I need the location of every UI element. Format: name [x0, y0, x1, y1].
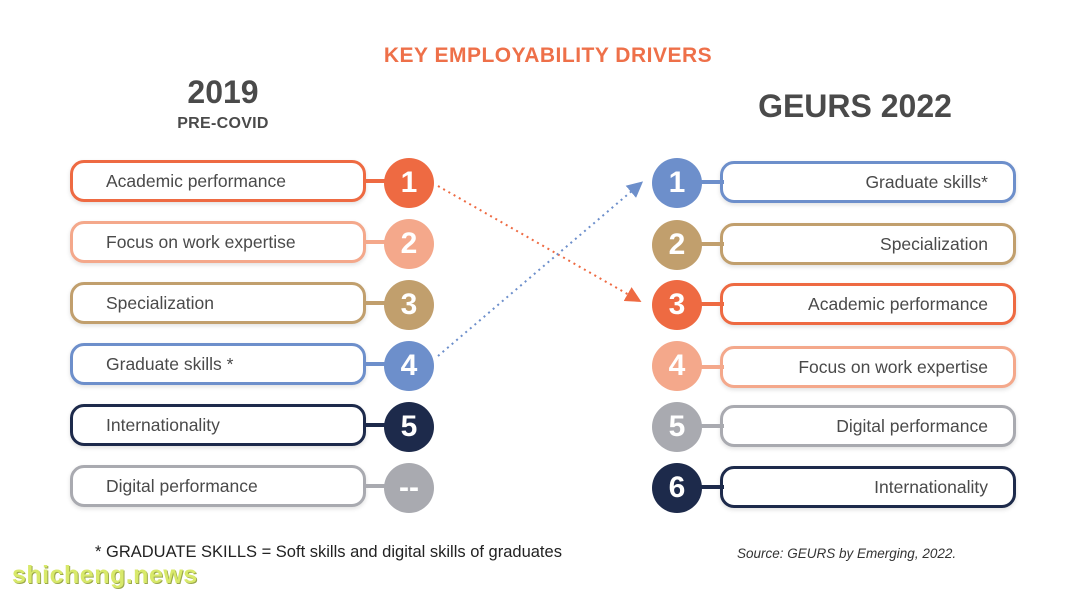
rank-badge: 4 — [652, 341, 702, 391]
graduate-skills-change-arrow — [437, 181, 644, 357]
left-driver-pill: Digital performance — [70, 465, 366, 507]
right-driver-pill: Graduate skills* — [720, 161, 1016, 203]
rank-badge: 1 — [652, 158, 702, 208]
left-driver-pill: Focus on work expertise — [70, 221, 366, 263]
rank-badge: 6 — [652, 463, 702, 513]
driver-label: Internationality — [874, 476, 988, 497]
driver-label: Focus on work expertise — [798, 356, 988, 377]
rank-badge: 2 — [652, 220, 702, 270]
diagram-title: KEY EMPLOYABILITY DRIVERS — [383, 44, 713, 67]
driver-label: Digital performance — [106, 475, 258, 496]
connector — [700, 302, 724, 306]
connector — [364, 240, 388, 244]
driver-label: Academic performance — [808, 293, 988, 314]
rank-badge: 1 — [384, 158, 434, 208]
right-year-heading: GEURS 2022 — [758, 88, 952, 124]
right-driver-pill: Internationality — [720, 466, 1016, 508]
connector — [364, 484, 388, 488]
left-driver-pill: Specialization — [70, 282, 366, 324]
rank-badge: 3 — [384, 280, 434, 330]
rank-badge: 5 — [384, 402, 434, 452]
rank-badge: -- — [384, 463, 434, 513]
connector — [364, 362, 388, 366]
connector — [364, 179, 388, 183]
right-driver-pill: Focus on work expertise — [720, 346, 1016, 388]
connector — [700, 242, 724, 246]
left-driver-pill: Graduate skills * — [70, 343, 366, 385]
connector — [364, 301, 388, 305]
connector — [700, 365, 724, 369]
academic-performance-change-arrow — [437, 185, 642, 302]
rank-badge: 3 — [652, 280, 702, 330]
left-year-heading: 2019 — [187, 74, 259, 110]
rank-badge: 2 — [384, 219, 434, 269]
driver-label: Specialization — [106, 292, 214, 313]
driver-label: Digital performance — [836, 415, 988, 436]
connector — [700, 180, 724, 184]
right-driver-pill: Specialization — [720, 223, 1016, 265]
connector — [700, 485, 724, 489]
driver-label: Graduate skills * — [106, 353, 234, 374]
right-driver-pill: Digital performance — [720, 405, 1016, 447]
driver-label: Specialization — [880, 233, 988, 254]
left-driver-pill: Academic performance — [70, 160, 366, 202]
driver-label: Internationality — [106, 414, 220, 435]
connector — [700, 424, 724, 428]
right-driver-pill: Academic performance — [720, 283, 1016, 325]
driver-label: Graduate skills* — [865, 171, 988, 192]
rank-badge: 4 — [384, 341, 434, 391]
source-note: Source: GEURS by Emerging, 2022. — [737, 546, 957, 561]
footnote: * GRADUATE SKILLS = Soft skills and digi… — [95, 543, 562, 561]
rank-badge: 5 — [652, 402, 702, 452]
driver-label: Academic performance — [106, 170, 286, 191]
watermark: shicheng.news — [12, 561, 198, 589]
connector — [364, 423, 388, 427]
driver-label: Focus on work expertise — [106, 231, 296, 252]
left-subtitle: PRE-COVID — [177, 115, 269, 132]
left-driver-pill: Internationality — [70, 404, 366, 446]
